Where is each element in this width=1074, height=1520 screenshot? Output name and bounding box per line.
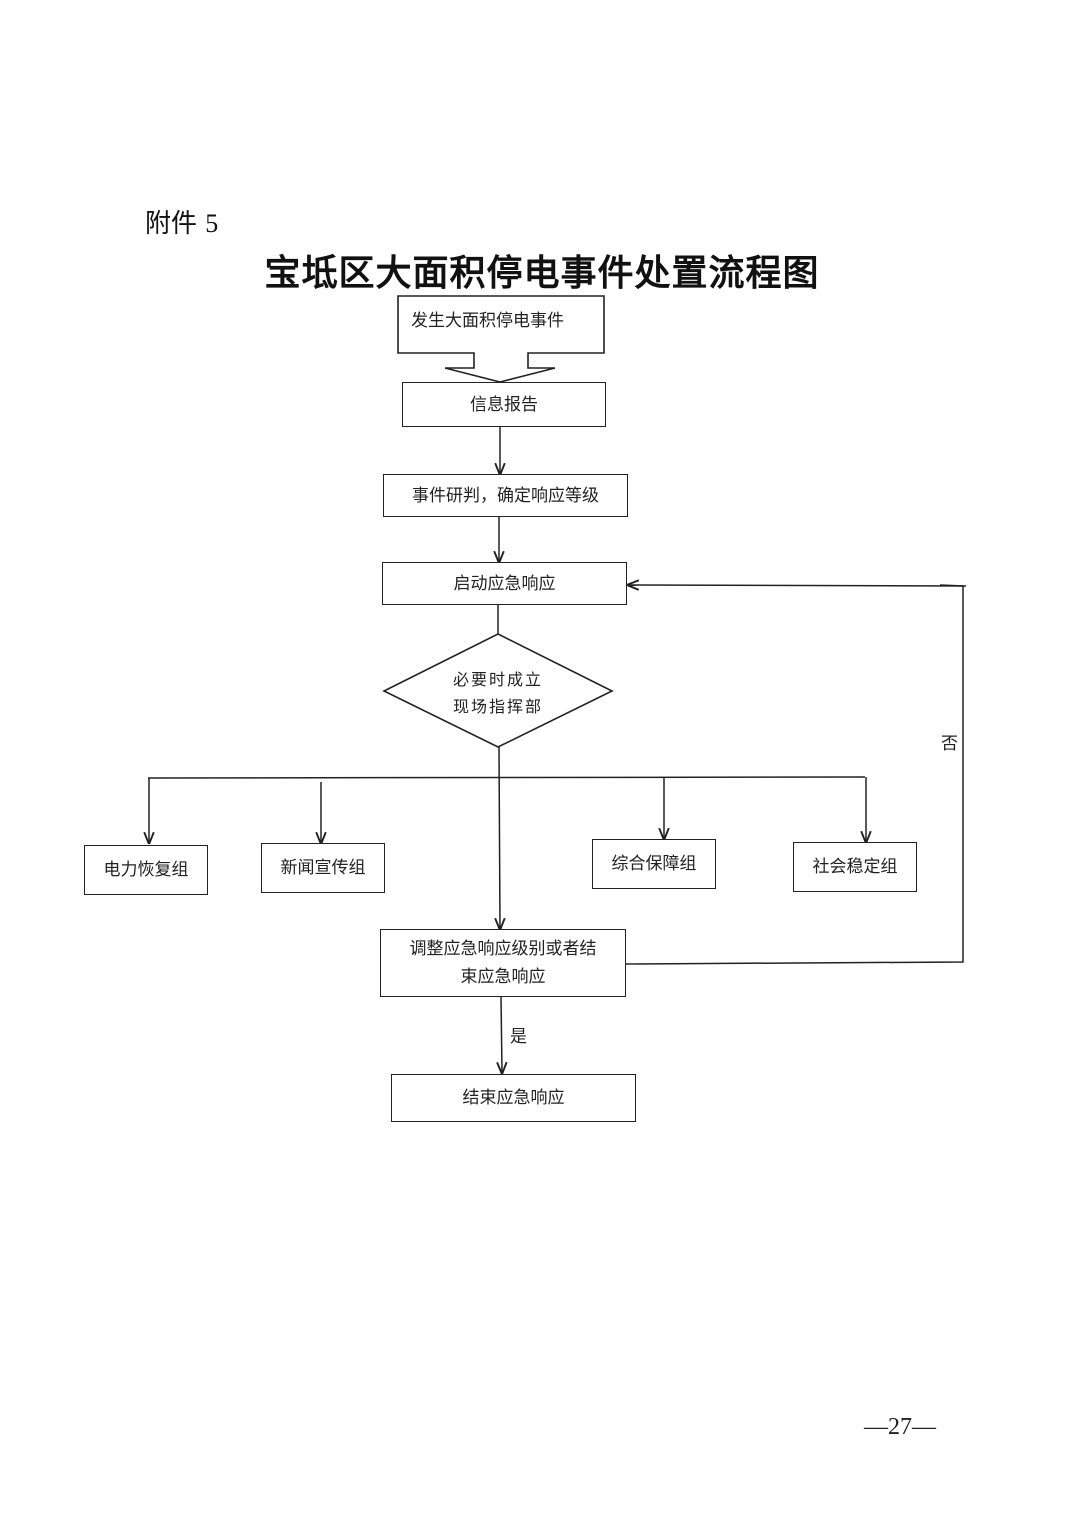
activate-response-box: 启动应急响应: [382, 562, 627, 605]
group-box-power: 电力恢复组: [84, 845, 208, 895]
adjust-response-box: 调整应急响应级别或者结 束应急响应: [380, 929, 626, 997]
adjust-text-line1: 调整应急响应级别或者结: [409, 939, 597, 959]
decision-diamond: [382, 633, 614, 748]
group-box-support: 综合保障组: [592, 839, 716, 889]
page-number: —27—: [864, 1414, 936, 1440]
group-news-text: 新闻宣传组: [280, 858, 366, 878]
info-report-box: 信息报告: [402, 382, 606, 427]
group-stability-text: 社会稳定组: [812, 857, 898, 877]
end-response-box: 结束应急响应: [391, 1074, 636, 1122]
start-block-arrow: [397, 295, 605, 383]
attachment-word: 附件: [145, 209, 198, 239]
yes-label: 是: [510, 1027, 527, 1047]
group-box-news: 新闻宣传组: [261, 843, 385, 893]
group-support-text: 综合保障组: [611, 854, 697, 874]
decision-text-line2: 现场指挥部: [452, 697, 543, 716]
attachment-label: 附件 5: [145, 203, 218, 240]
attachment-number: 5: [205, 209, 219, 238]
assess-text: 事件研判，确定响应等级: [412, 485, 599, 506]
start-event-text: 发生大面积停电事件: [411, 311, 564, 331]
assess-box: 事件研判，确定响应等级: [383, 474, 628, 517]
info-report-text: 信息报告: [470, 394, 538, 415]
decision-text-line1: 必要时成立: [452, 670, 543, 689]
adjust-text-line2: 束应急响应: [460, 967, 546, 987]
group-power-text: 电力恢复组: [103, 860, 189, 880]
activate-response-text: 启动应急响应: [453, 573, 556, 594]
end-response-text: 结束应急响应: [462, 1088, 565, 1108]
feedback-arrow-to-activate: [628, 585, 967, 586]
feedback-loop-no: [624, 584, 964, 965]
decision-text: 必要时成立 现场指挥部: [420, 666, 576, 720]
branch-horizontal-line: [147, 776, 866, 779]
page-title: 宝坻区大面积停电事件处置流程图: [264, 252, 820, 294]
connector-decision-adjust: [499, 746, 500, 929]
group-box-stability: 社会稳定组: [793, 842, 917, 892]
no-label: 否: [941, 734, 958, 754]
connector-adjust-end: [501, 995, 502, 1073]
